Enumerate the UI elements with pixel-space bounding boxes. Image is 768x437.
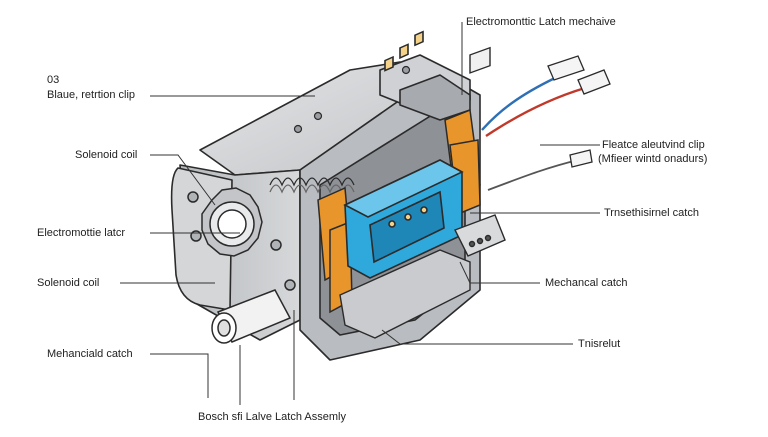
bottom-caption: Bosch sfi Lalve Latch Assemly xyxy=(198,411,346,423)
solenoid-coil-lower-label: Solenoid coil xyxy=(37,277,100,289)
solenoid-coil-upper-label: Solenoid coil xyxy=(75,149,138,161)
blade-clip-label: Blaue, retrtion clip xyxy=(47,89,136,101)
thermal-catch-label: Trnsethisirnel catch xyxy=(604,207,699,219)
number-label: 03 xyxy=(47,74,60,86)
feature-clip-label-line2: (Mfieer wintd onadurs) xyxy=(598,153,708,165)
mechanical-catch-left-label: Mehanciald catch xyxy=(47,348,133,360)
connector-pin-icon xyxy=(384,30,424,72)
gear-icon xyxy=(187,187,296,291)
feature-clip-label-line1: Fleatce aleutvind clip xyxy=(602,139,705,151)
latch-left-label: Electromottie latcr xyxy=(37,227,126,239)
leader-lines xyxy=(120,22,600,405)
plunger-shaft xyxy=(211,289,292,344)
wire-connectors xyxy=(547,55,611,168)
mechanical-catch-right-label: Mechancal catch xyxy=(545,277,628,289)
lower-mechanism xyxy=(339,46,506,339)
title-label: Electromonttic Latch mechaive xyxy=(466,16,616,28)
screw-icons xyxy=(293,65,411,134)
wires xyxy=(481,76,586,191)
bottom-right-label: Tnisrelut xyxy=(578,338,621,350)
